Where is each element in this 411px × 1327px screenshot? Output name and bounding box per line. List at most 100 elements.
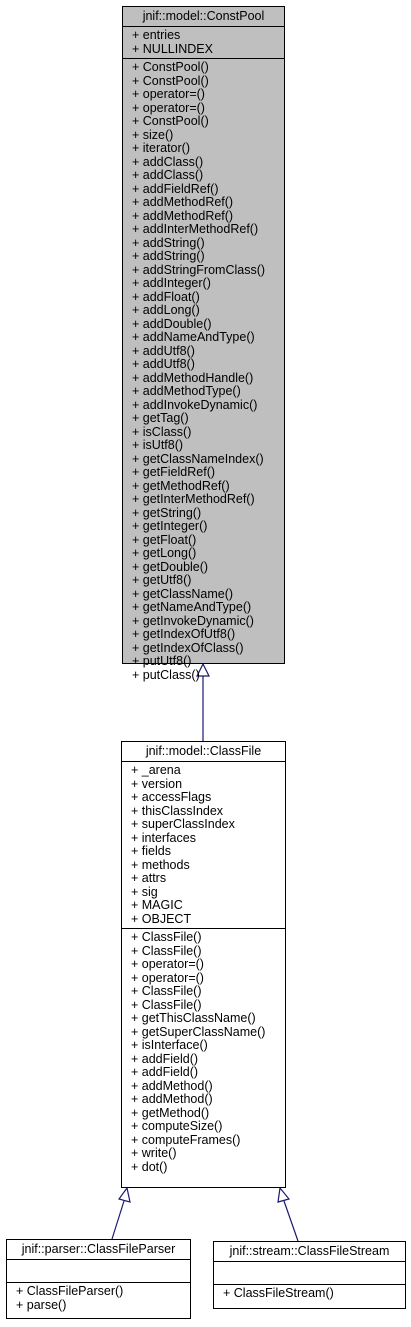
method-item: + operator=() [131,957,204,971]
method-item: + getMethod() [131,1105,210,1120]
class-box-classfilestream[interactable]: jnif::stream::ClassFileStream + ClassFil… [213,1241,406,1309]
class-title: jnif::stream::ClassFileStream [229,1244,390,1258]
method-item: + addString() [132,235,205,250]
method-item: + addString() [132,249,205,263]
method-item: + addDouble() [132,316,212,331]
attribute-item: + thisClassIndex [131,803,224,818]
method-item: + ClassFile() [131,997,202,1012]
method-item: + operator=() [132,100,205,115]
method-item: + addMethodHandle() [132,370,254,385]
arrowhead-classfile-left [118,1186,131,1203]
method-item: + addLong() [132,303,200,317]
method-item: + computeFrames() [131,1132,241,1147]
class-title: jnif::parser::ClassFileParser [21,1242,176,1256]
method-item: + getClassNameIndex() [132,451,264,466]
attribute-item: + version [131,776,183,791]
method-item: + putUtf8() [132,654,192,668]
method-item: + getInteger() [132,519,208,533]
attribute-item: + fields [131,844,171,858]
method-list: + ClassFile()+ ClassFile()+ operator=()+… [122,928,285,1176]
method-item: + ConstPool() [132,114,209,128]
method-item: + addMethod() [131,1078,213,1093]
method-item: + dot() [131,1159,168,1174]
attribute-list: + entries+ NULLINDEX [123,26,284,58]
method-item: + addFloat() [132,289,200,304]
method-item: + addInterMethodRef() [132,222,259,236]
edge-parser-to-classfile [111,1200,125,1240]
attribute-item: + OBJECT [131,911,192,926]
attribute-item: + superClassIndex [131,817,235,831]
method-item: + addInteger() [132,276,211,290]
attribute-item: + sig [131,884,158,899]
method-item: + addUtf8() [132,357,195,371]
attribute-item: + interfaces [131,830,196,845]
method-item: + addNameAndType() [132,330,255,344]
arrowhead-classfile-right [277,1186,291,1203]
method-item: + getThisClassName() [131,1011,256,1025]
attribute-item: + accessFlags [131,790,212,804]
method-item: + iterator() [132,141,191,155]
attribute-item: + methods [131,857,190,872]
method-item: + addStringFromClass() [132,262,266,277]
method-item: + addMethodRef() [132,195,234,209]
method-item: + addFieldRef() [132,181,219,196]
method-item: + computeSize() [131,1119,223,1133]
method-item: + ClassFileStream() [223,1286,334,1300]
edge-stream-to-classfile [283,1200,299,1242]
method-item: + getLong() [132,546,197,560]
method-item: + addMethodRef() [132,208,234,223]
method-item: + ClassFile() [131,930,202,944]
method-item: + getClassName() [132,586,234,601]
method-item: + getInterMethodRef() [132,492,255,506]
method-item: + getUtf8() [132,573,192,587]
method-item: + ConstPool() [132,60,209,74]
method-item: + addUtf8() [132,343,195,358]
arrowhead-constpool [196,662,210,677]
attribute-item: + _arena [131,763,181,777]
method-item: + isClass() [132,424,192,439]
method-item: + getSuperClassName() [131,1024,266,1039]
method-item: + addMethodType() [132,384,241,398]
method-list: + ClassFileParser()+ parse() [7,1282,190,1314]
method-list: + ClassFileStream() [214,1284,405,1303]
method-item: + addClass() [132,168,204,182]
method-item: + operator=() [132,87,205,101]
method-item: + getFieldRef() [132,465,216,479]
method-item: + addField() [131,1065,199,1079]
class-title: jnif::model::ConstPool [142,9,265,23]
method-item: + getMethodRef() [132,478,230,493]
method-item: + size() [132,127,174,142]
method-item: + addMethod() [131,1092,213,1106]
method-item: + getString() [132,505,202,520]
method-item: + addField() [131,1051,199,1066]
class-title: jnif::model::ClassFile [145,744,262,758]
method-item: + getIndexOfUtf8() [132,627,236,641]
method-item: + isInterface() [131,1038,208,1052]
attribute-item: + NULLINDEX [132,41,213,56]
method-item: + addInvokeDynamic() [132,397,258,412]
attribute-list-empty [214,1261,405,1284]
method-item: + ClassFileParser() [16,1284,124,1298]
method-item: + putClass() [132,667,200,682]
class-box-constpool[interactable]: jnif::model::ConstPool + entries+ NULLIN… [122,6,285,681]
method-item: + getDouble() [132,559,209,574]
method-item: + getInvokeDynamic() [132,613,254,628]
method-item: + getTag() [132,411,189,425]
method-item: + getFloat() [132,532,197,547]
method-item: + ConstPool() [132,73,209,88]
class-box-classfileparser[interactable]: jnif::parser::ClassFileParser + ClassFil… [6,1239,191,1319]
method-item: + getIndexOfClass() [132,640,244,655]
method-item: + addClass() [132,154,204,169]
method-item: + ClassFile() [131,943,202,958]
attribute-list-empty [7,1259,190,1282]
method-item: + operator=() [131,970,204,985]
method-item: + ClassFile() [131,984,202,998]
class-box-classfile[interactable]: jnif::model::ClassFile + _arena+ version… [121,741,286,1188]
method-item: + isUtf8() [132,438,184,452]
method-list: + ConstPool()+ ConstPool()+ operator=()+… [123,58,284,684]
attribute-list: + _arena+ version+ accessFlags+ thisClas… [122,761,285,928]
method-item: + write() [131,1146,177,1160]
method-item: + parse() [16,1297,67,1312]
attribute-item: + attrs [131,871,167,885]
